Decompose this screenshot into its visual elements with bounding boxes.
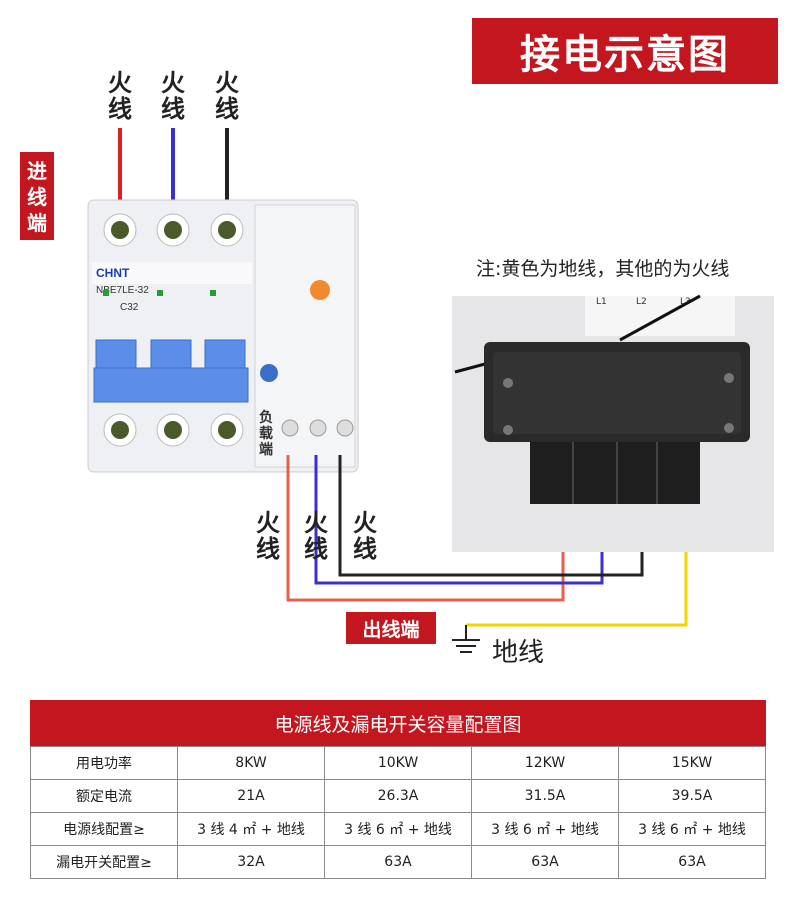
table-cell: 63A	[618, 845, 766, 879]
table-cell: 31.5A	[471, 779, 619, 813]
outlet-wire-label-2: 火 线	[304, 509, 328, 563]
page-title: 接电示意图	[472, 18, 778, 84]
table-cell: 3 线 4 ㎡ + 地线	[177, 812, 325, 846]
table-row: 电源线配置≥ 3 线 4 ㎡ + 地线 3 线 6 ㎡ + 地线 3 线 6 ㎡…	[30, 812, 766, 846]
breaker-model: NBE7LE-32	[96, 285, 149, 296]
inlet-wire-label-3: 火 线	[215, 69, 239, 123]
table-cell: 3 线 6 ㎡ + 地线	[618, 812, 766, 846]
svg-text:L3: L3	[680, 297, 691, 307]
table-cell: 12KW	[471, 746, 619, 780]
table-cell: 15KW	[618, 746, 766, 780]
table-cell: 32A	[177, 845, 325, 879]
svg-text:L2: L2	[636, 297, 647, 307]
table-cell: 63A	[471, 845, 619, 879]
table-row: 漏电开关配置≥ 32A 63A 63A 63A	[30, 845, 766, 879]
row-header: 电源线配置≥	[30, 812, 178, 846]
table-cell: 3 线 6 ㎡ + 地线	[471, 812, 619, 846]
wire-color-note: 注:黄色为地线，其他的为火线	[476, 258, 730, 280]
table-row: 用电功率 8KW 10KW 12KW 15KW	[30, 746, 766, 780]
table-title: 电源线及漏电开关容量配置图	[30, 700, 766, 746]
breaker-image: CHNT NBE7LE-32 C32	[87, 199, 359, 473]
inlet-wire-label-1: 火 线	[108, 69, 132, 123]
table-cell: 39.5A	[618, 779, 766, 813]
inlet-wire-label-2: 火 线	[161, 69, 185, 123]
inlet-label: 进 线 端	[20, 152, 54, 240]
load-side-label: 负 载 端	[259, 410, 273, 458]
table-row: 额定电流 21A 26.3A 31.5A 39.5A	[30, 779, 766, 813]
table-cell: 26.3A	[324, 779, 472, 813]
table-cell: 8KW	[177, 746, 325, 780]
table-cell: 3 线 6 ㎡ + 地线	[324, 812, 472, 846]
table-cell: 10KW	[324, 746, 472, 780]
capacity-table: 电源线及漏电开关容量配置图 用电功率 8KW 10KW 12KW 15KW 额定…	[30, 700, 766, 879]
outlet-wire-label-1: 火 线	[256, 509, 280, 563]
row-header: 用电功率	[30, 746, 178, 780]
outlet-wire-salmon	[286, 455, 565, 602]
breaker-rating: C32	[120, 302, 139, 313]
junction-box-image: L1 L2 L3	[452, 294, 774, 552]
svg-text:L1: L1	[596, 297, 607, 307]
row-header: 漏电开关配置≥	[30, 845, 178, 879]
ground-symbol-icon	[452, 625, 480, 653]
table-cell: 21A	[177, 779, 325, 813]
capacity-grid: 用电功率 8KW 10KW 12KW 15KW 额定电流 21A 26.3A 3…	[30, 746, 766, 879]
outlet-label: 出线端	[346, 612, 436, 644]
breaker-brand: CHNT	[96, 266, 130, 280]
row-header: 额定电流	[30, 779, 178, 813]
ground-label: 地线	[492, 638, 545, 668]
table-cell: 63A	[324, 845, 472, 879]
outlet-wire-label-3: 火 线	[353, 509, 377, 563]
wiring-diagram: CHNT NBE7LE-32 C32 L1 L2	[87, 128, 774, 653]
